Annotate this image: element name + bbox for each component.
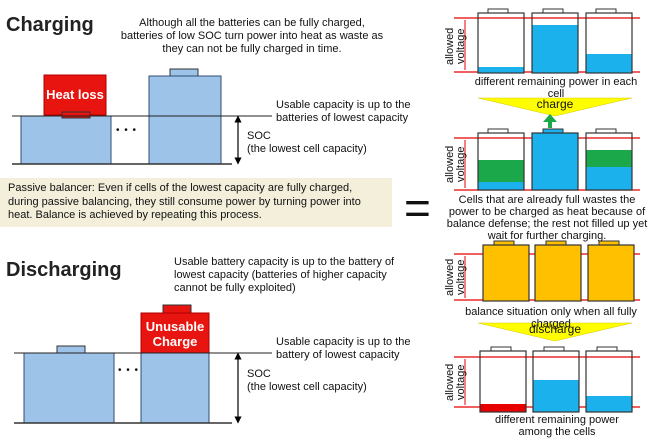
p3-cell-2 (534, 244, 582, 302)
discharging-low-cell-terminal (56, 345, 86, 354)
allowed-voltage-label-3: allowed voltage (444, 258, 467, 296)
p3-cell-3 (587, 244, 635, 302)
discharge-arrow (477, 322, 633, 342)
p1-cell-1-fill (478, 67, 524, 73)
charging-full-cell-terminal (169, 68, 199, 77)
discharging-high-cell-terminal (162, 304, 192, 314)
p1-cell-1 (477, 12, 525, 74)
discharging-ellipsis: • • • (118, 365, 140, 376)
p4-cell-3 (585, 350, 633, 413)
p2-cell-1-green (478, 160, 524, 182)
discharging-title: Discharging (6, 259, 122, 281)
p4-cell-3-fill (586, 396, 632, 412)
allowed-voltage-label-2: allowed voltage (444, 145, 467, 183)
passive-balancer-note: Passive balancer: Even if cells of the l… (0, 178, 392, 227)
panel-1-caption: different remaining power in each cell (474, 76, 638, 100)
discharging-high-cell-unusable (140, 312, 210, 354)
p1-cell-2 (531, 12, 579, 74)
p4-cell-3-terminal (596, 346, 618, 352)
p4-cell-2 (532, 350, 580, 413)
p4-cell-1-fill (480, 404, 526, 412)
right-panel-2 (454, 128, 640, 191)
p2-cell-3-green (586, 150, 632, 167)
p2-cell-3-blue (586, 167, 632, 190)
discharging-illustration (14, 304, 272, 424)
discharging-high-cell-usable (140, 352, 210, 424)
green-up-arrow (543, 114, 557, 128)
right-panel-3 (454, 240, 640, 302)
p4-cell-1-terminal (490, 346, 512, 352)
discharging-soc-label: SOC (the lowest cell capacity) (247, 368, 367, 393)
charging-full-cell (148, 75, 222, 165)
right-panel-4 (454, 346, 640, 413)
discharge-arrow-label: discharge (528, 322, 582, 336)
allowed-voltage-label-1: allowed voltage (444, 27, 467, 65)
p2-cell-3 (585, 132, 633, 191)
panel-4-caption: different remaining power among the cell… (495, 414, 619, 438)
p4-cell-1 (479, 350, 527, 413)
unusable-charge-label: Unusable Charge (145, 319, 205, 349)
p1-cell-3-fill (586, 54, 632, 73)
p4-cell-2-fill (533, 380, 579, 412)
charging-usable-capacity: Usable capacity is up to the batteries o… (276, 99, 411, 124)
p2-cell-2-terminal (542, 128, 564, 134)
charging-illustration (12, 68, 272, 165)
charging-title: Charging (6, 14, 94, 36)
heat-loss-label: Heat loss (46, 87, 104, 102)
panel-3-caption: balance situation only when all fully ch… (465, 306, 637, 330)
discharging-description: Usable battery capacity is up to the bat… (174, 256, 395, 294)
p2-cell-1-blue (478, 182, 524, 190)
p2-cell-3-terminal (595, 128, 617, 134)
allowed-voltage-label-4: allowed voltage (444, 363, 467, 401)
p2-cell-1-terminal (487, 128, 509, 134)
right-panel-1 (454, 8, 640, 74)
p3-cell-1 (482, 244, 530, 302)
p2-cell-1 (477, 132, 525, 191)
charging-low-cell-terminal (61, 111, 91, 119)
charging-soc-label: SOC (the lowest cell capacity) (247, 130, 367, 155)
charge-arrow (477, 97, 633, 117)
charging-description: Although all the batteries can be fully … (120, 17, 384, 55)
discharging-low-cell (23, 352, 115, 424)
charging-ellipsis: • • • (116, 125, 138, 136)
p4-cell-2-terminal (543, 346, 565, 352)
p2-cell-2 (531, 132, 579, 191)
charging-low-cell (20, 115, 112, 165)
p1-cell-3 (585, 12, 633, 74)
charge-arrow-label: charge (536, 97, 574, 111)
discharging-usable-capacity: Usable capacity is up to the battery of … (276, 336, 411, 361)
equals-sign: = (404, 182, 431, 234)
p1-cell-2-fill (532, 25, 578, 73)
p2-cell-2-fill (532, 133, 578, 190)
charging-heat-loss-block (43, 74, 107, 116)
panel-2-caption: Cells that are already full wastes the p… (446, 194, 648, 242)
